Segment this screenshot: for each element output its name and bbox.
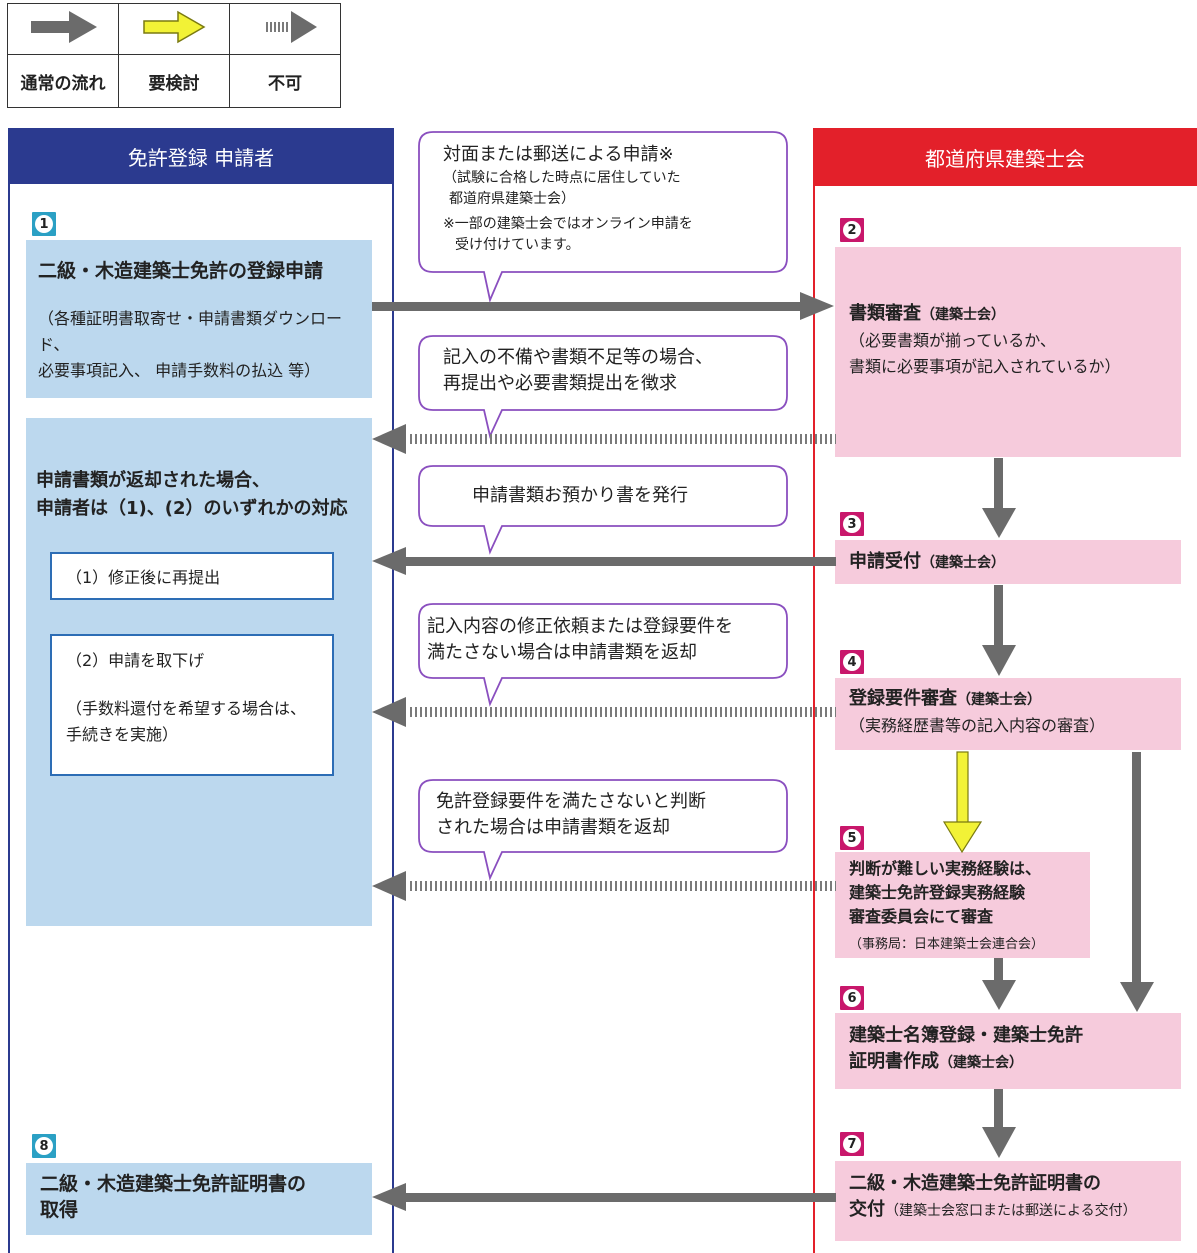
step-2-box: 書類審査（建築士会） （必要書類が揃っているか、 書類に必要事項が記入されている… — [835, 247, 1181, 457]
legend: 通常の流れ 要検討 不可 — [7, 3, 341, 108]
step-5-line-1: 判断が難しい実務経験は、 — [849, 859, 1042, 878]
step-1-detail-1: （各種証明書取寄せ・申請書類ダウンロード、 — [38, 309, 343, 354]
callout-1-line-2: （試験に合格した時点に居住していた — [443, 170, 681, 186]
callout-2-bubble — [418, 335, 788, 439]
step-3-tag: （建築士会） — [921, 555, 1005, 571]
legend-normal-label: 通常の流れ — [7, 54, 119, 108]
step-4-title: 登録要件審査 — [849, 688, 957, 709]
step-2-detail-1: （必要書類が揃っているか、 — [849, 331, 1056, 350]
callout-1-line-5: 受け付けています。 — [455, 237, 580, 253]
callout-1-line-1: 対面または郵送による申請※ — [443, 144, 674, 165]
step-1-box: 二級・木造建築士免許の登録申請 （各種証明書取寄せ・申請書類ダウンロード、 必要… — [26, 240, 372, 398]
option-2-label: （2）申請を取下げ — [66, 651, 205, 670]
callout-3: 申請書類お預かり書を発行 — [472, 483, 688, 509]
legend-review-icon — [118, 3, 230, 55]
legend-not-allowed-label: 不可 — [229, 54, 341, 108]
step-5-line-2: 建築士免許登録実務経験 — [849, 883, 1026, 902]
option-1-box: （1）修正後に再提出 — [50, 552, 334, 600]
option-2-box: （2）申請を取下げ （手数料還付を希望する場合は、 手続きを実施） — [50, 634, 334, 776]
step-4-badge: 4 — [838, 648, 866, 676]
arrow-apply — [372, 292, 834, 320]
step-1-title: 二級・木造建築士免許の登録申請 — [38, 260, 324, 282]
returned-title-2: 申請者は（1)、(2）のいずれかの対応 — [36, 498, 348, 519]
step-6-box: 建築士名簿登録・建築士免許 証明書作成（建築士会） — [835, 1013, 1181, 1089]
arrow-4-to-6 — [1120, 752, 1154, 1012]
step-6-badge: 6 — [838, 984, 866, 1012]
step-8-line-1: 二級・木造建築士免許証明書の — [40, 1173, 307, 1195]
step-8-box: 二級・木造建築士免許証明書の 取得 — [26, 1163, 372, 1235]
step-2-title: 書類審査 — [849, 303, 921, 324]
option-2-note-2: 手続きを実施） — [66, 725, 179, 744]
callout-1-line-3: 都道府県建築士会） — [449, 191, 575, 207]
callout-2-line-2: 再提出や必要書類提出を徴求 — [443, 373, 677, 394]
step-7-line-2: 交付 — [849, 1199, 885, 1220]
callout-1-bubble — [418, 131, 788, 303]
callout-1-line-4: ※一部の建築士会ではオンライン申請を — [443, 216, 693, 232]
arrow-4-to-5-review — [942, 751, 983, 854]
step-8-badge: 8 — [30, 1132, 58, 1160]
arrow-return-3 — [372, 871, 836, 901]
callout-4-bubble — [418, 603, 788, 707]
step-1-detail-2: 必要事項記入、 申請手数料の払込 等） — [38, 361, 321, 380]
arrow-receipt — [372, 547, 836, 575]
arrow-2-to-3 — [982, 458, 1016, 538]
step-4-detail: （実務経歴書等の記入内容の審査） — [849, 716, 1106, 735]
applicant-lane-title: 免許登録 申請者 — [8, 128, 394, 184]
step-2-tag: （建築士会） — [921, 307, 1005, 323]
option-2-note-1: （手数料還付を希望する場合は、 — [66, 699, 307, 718]
callout-5-bubble — [418, 779, 788, 881]
step-2-badge: 2 — [838, 216, 866, 244]
callout-2: 記入の不備や書類不足等の場合、 再提出や必要書類提出を徴求 — [443, 345, 713, 397]
callout-4: 記入内容の修正依頼または登録要件を 満たさない場合は申請書類を返却 — [427, 614, 733, 666]
step-5-badge: 5 — [838, 824, 866, 852]
callout-1: 対面または郵送による申請※ （試験に合格した時点に居住していた 都道府県建築士会… — [443, 142, 693, 256]
callout-5: 免許登録要件を満たさないと判断 された場合は申請書類を返却 — [436, 789, 706, 841]
step-2-detail-2: 書類に必要事項が記入されているか） — [849, 357, 1121, 376]
callout-3-line-1: 申請書類お預かり書を発行 — [472, 485, 688, 506]
association-lane-title: 都道府県建築士会 — [813, 128, 1197, 186]
step-7-tag: （建築士会窓口または郵送による交付） — [885, 1203, 1137, 1219]
step-4-box: 登録要件審査（建築士会） （実務経歴書等の記入内容の審査） — [835, 678, 1181, 750]
step-6-line-1: 建築士名簿登録・建築士免許 — [849, 1025, 1083, 1046]
callout-2-line-1: 記入の不備や書類不足等の場合、 — [443, 347, 713, 368]
step-6-line-2: 証明書作成 — [849, 1051, 939, 1072]
returned-title-1: 申請書類が返却された場合、 — [36, 470, 270, 491]
step-3-box: 申請受付（建築士会） — [835, 540, 1181, 584]
arrow-3-to-4 — [982, 585, 1016, 676]
step-5-note: （事務局：日本建築士会連合会） — [849, 937, 1045, 952]
arrow-6-to-7 — [982, 1089, 1016, 1158]
arrow-return-1 — [372, 424, 836, 454]
step-7-box: 二級・木造建築士免許証明書の 交付（建築士会窓口または郵送による交付） — [835, 1161, 1181, 1241]
callout-4-line-1: 記入内容の修正依頼または登録要件を — [427, 616, 733, 637]
step-5-line-3: 審査委員会にて審査 — [849, 907, 994, 926]
legend-review-label: 要検討 — [118, 54, 230, 108]
step-3-badge: 3 — [838, 510, 866, 538]
step-6-tag: （建築士会） — [939, 1055, 1023, 1071]
step-7-line-1: 二級・木造建築士免許証明書の — [849, 1173, 1101, 1194]
step-1-badge: 1 — [30, 210, 58, 238]
option-1-label: （1）修正後に再提出 — [66, 568, 221, 587]
callout-4-line-2: 満たさない場合は申請書類を返却 — [427, 642, 697, 663]
arrow-return-2 — [372, 697, 836, 727]
legend-normal-icon — [7, 3, 119, 55]
step-4-tag: （建築士会） — [957, 692, 1041, 708]
callout-3-bubble — [418, 465, 788, 555]
step-5-box: 判断が難しい実務経験は、 建築士免許登録実務経験 審査委員会にて審査 （事務局：… — [835, 852, 1090, 958]
step-8-line-2: 取得 — [40, 1199, 79, 1221]
callout-5-line-1: 免許登録要件を満たさないと判断 — [436, 791, 706, 812]
arrow-deliver — [372, 1183, 836, 1211]
step-3-title: 申請受付 — [849, 551, 921, 572]
arrow-5-to-6 — [982, 958, 1016, 1010]
callout-5-line-2: された場合は申請書類を返却 — [436, 817, 670, 838]
step-7-badge: 7 — [838, 1130, 866, 1158]
